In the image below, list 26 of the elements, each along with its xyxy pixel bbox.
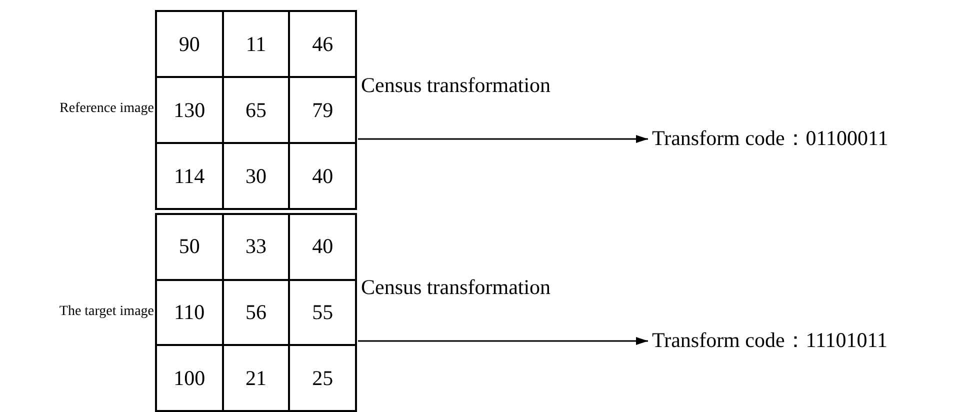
arrow (358, 135, 648, 143)
grid-cell: 50 (156, 214, 223, 280)
image-label: The target image (59, 304, 154, 320)
grid-cell: 56 (222, 280, 290, 346)
grid-cell: 55 (289, 280, 356, 346)
arrow (358, 337, 648, 345)
number-grid (155, 10, 357, 210)
image-label: Reference image (60, 101, 154, 117)
transform-code: Transform code：11101011 (652, 326, 888, 354)
grid-cell: 114 (156, 143, 223, 209)
number-grid (155, 213, 357, 412)
transform-code: Transform code：01100011 (652, 124, 888, 152)
grid-cell: 130 (156, 77, 223, 143)
grid-cell: 65 (222, 77, 290, 143)
grid-cell: 90 (156, 11, 223, 77)
grid-cell: 110 (156, 280, 223, 346)
grid-cell: 46 (289, 11, 356, 77)
grid-cell: 40 (289, 143, 356, 209)
grid-cell: 30 (222, 143, 290, 209)
grid-cell: 21 (222, 345, 290, 411)
grid-cell: 25 (289, 345, 356, 411)
grid-cell: 40 (289, 214, 356, 280)
grid-cell: 11 (222, 11, 290, 77)
grid-cell: 79 (289, 77, 356, 143)
grid-cell: 100 (156, 345, 223, 411)
grid-cell: 33 (222, 214, 290, 280)
